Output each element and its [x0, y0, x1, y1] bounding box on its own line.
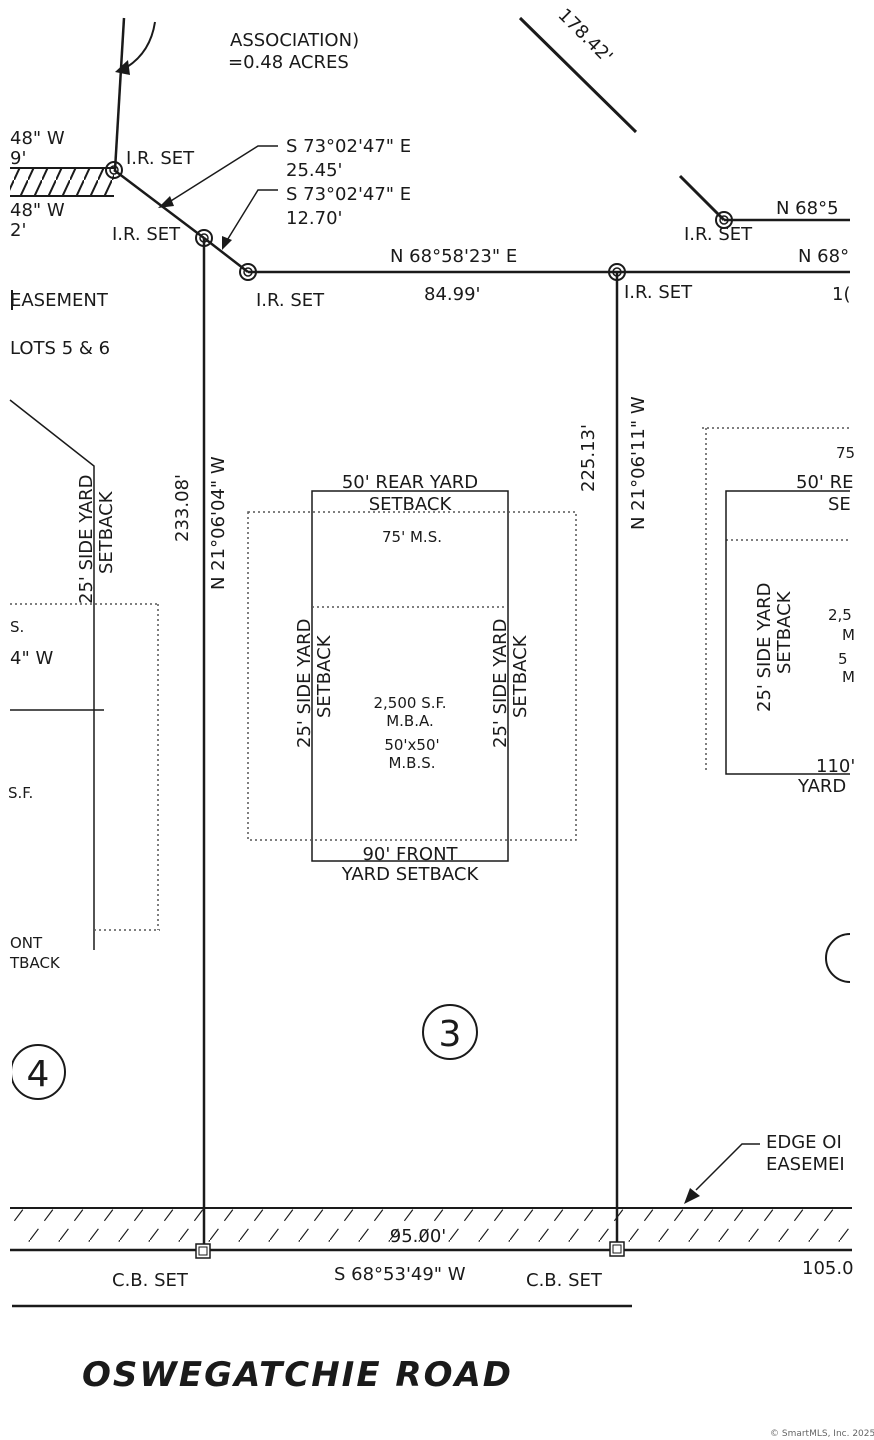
- left-dist-2: 2': [10, 220, 26, 241]
- front-setback-l2: YARD SETBACK: [341, 864, 480, 885]
- side-setback-left-l2: SETBACK: [314, 634, 335, 718]
- easement-edge-l1: EDGE OI: [766, 1132, 842, 1153]
- front-setback-l1: 90' FRONT: [362, 844, 458, 865]
- cb-set-marker: [195, 1243, 211, 1259]
- lot3-left-distance: 233.08': [172, 474, 193, 542]
- right-lot-envelope: [725, 490, 850, 775]
- easement-label: EASEMENT: [10, 290, 109, 311]
- mbs-l1: 50'x50': [384, 736, 439, 754]
- mba-l2: M.B.A.: [386, 712, 434, 730]
- ir-set-label: I.R. SET: [684, 224, 753, 245]
- rear-bearing: N 68°58'23" E: [390, 246, 517, 267]
- lot3-right-distance: 225.13': [578, 424, 599, 492]
- right-lot-m1: M: [842, 626, 855, 644]
- right-rear-bearing: N 68°5: [776, 198, 839, 219]
- lot3-left-bearing: N 21°06'04" W: [208, 456, 229, 590]
- easement-edge-l2: EASEMEI: [766, 1154, 845, 1175]
- ir-set-label: I.R. SET: [624, 282, 693, 303]
- right-lot-rear: 50' RE: [796, 472, 853, 493]
- copyright: © SmartMLS, Inc. 2025: [770, 1429, 874, 1439]
- north-boundary-line: [113, 17, 126, 171]
- segment-2545: [113, 169, 205, 239]
- left-bearing-1: 48" W: [10, 128, 65, 149]
- callout-dist-1: 25.45': [286, 160, 342, 181]
- right-rear-dist: 1(: [832, 284, 850, 305]
- front-easement-hatch: [10, 1208, 852, 1250]
- right-front-distance: 105.0: [802, 1258, 854, 1279]
- callout-leader-1: [165, 145, 278, 205]
- lot3-number: 3: [439, 1014, 462, 1055]
- setback-dashed-boundary: [247, 511, 577, 841]
- lot3-number-circle: [422, 1004, 478, 1060]
- cb-set-label: C.B. SET: [112, 1270, 189, 1291]
- mba-l1: 2,500 S.F.: [374, 694, 447, 712]
- association-label: ASSOCIATION): [230, 30, 359, 51]
- left-lot-side-l1: 25' SIDE YARD: [76, 474, 97, 604]
- left-lot-setback: TBACK: [9, 954, 61, 972]
- callout-leader-2: [225, 189, 278, 243]
- callout-bearing-1: S 73°02'47" E: [286, 136, 411, 157]
- arrowhead-icon: [115, 60, 130, 75]
- arrowhead-icon: [158, 196, 174, 208]
- hatched-easement-top: [10, 168, 114, 196]
- right-diagonal-segment: [678, 174, 726, 222]
- left-lot-envelope: [9, 399, 95, 950]
- ir-set-marker: [105, 161, 123, 179]
- arrowhead-icon: [684, 1188, 700, 1204]
- front-bearing: S 68°53'49" W: [334, 1264, 466, 1285]
- right-lot-75: 75: [836, 444, 855, 462]
- lot4-number: 4: [27, 1054, 50, 1095]
- ms-label: 75' M.S.: [382, 528, 442, 546]
- side-setback-right-l2: SETBACK: [510, 634, 531, 718]
- easement-leader: [695, 1143, 760, 1191]
- cb-set-marker: [609, 1241, 625, 1257]
- rear-distance: 84.99': [424, 284, 480, 305]
- lot3-right-bearing: N 21°06'11" W: [628, 396, 649, 530]
- rear-setback-l1: 50' REAR YARD: [342, 472, 478, 493]
- side-setback-left-l1: 25' SIDE YARD: [294, 618, 315, 748]
- right-lot-yard: YARD: [797, 776, 846, 797]
- cb-set-label: C.B. SET: [526, 1270, 603, 1291]
- road-name: OSWEGATCHIE ROAD: [82, 1355, 513, 1395]
- ir-set-label: I.R. SET: [112, 224, 181, 245]
- left-lot-sf: S.F.: [8, 784, 33, 802]
- building-envelope: [311, 490, 509, 862]
- rear-setback-l2: SETBACK: [369, 494, 453, 515]
- right-lot-110: 110': [816, 756, 855, 777]
- acres-label: =0.48 ACRES: [228, 52, 349, 73]
- right-lot-number-circle: [825, 933, 851, 983]
- callout-dist-2: 12.70': [286, 208, 342, 229]
- segment-1270: [203, 237, 249, 273]
- left-lot-front: ONT: [10, 934, 43, 952]
- left-lot-side-l2: SETBACK: [96, 490, 117, 574]
- callout-bearing-2: S 73°02'47" E: [286, 184, 411, 205]
- left-lot-s: S.: [10, 618, 24, 636]
- ir-set-label: I.R. SET: [126, 148, 195, 169]
- arrowhead-icon: [222, 236, 232, 250]
- diagonal-boundary: [518, 16, 638, 134]
- right-lot-sf: 2,5: [828, 606, 852, 624]
- right-lot-side-l2: SETBACK: [774, 590, 795, 674]
- left-lot-w: 4" W: [10, 648, 53, 669]
- right-lot-se: SE: [828, 494, 851, 515]
- left-bearing-2: 48" W: [10, 200, 65, 221]
- diagonal-distance: 178.42': [554, 5, 617, 68]
- right-rear-bearing-2: N 68°: [798, 246, 849, 267]
- ir-set-label: I.R. SET: [256, 290, 325, 311]
- lots-label: LOTS 5 & 6: [10, 338, 110, 359]
- front-distance: 95.00': [390, 1226, 446, 1247]
- right-lot-side-l1: 25' SIDE YARD: [754, 582, 775, 712]
- side-setback-right-l1: 25' SIDE YARD: [490, 618, 511, 748]
- right-lot-m2: M: [842, 668, 855, 686]
- mbs-l2: M.B.S.: [388, 754, 435, 772]
- left-dist-1: 9': [10, 148, 26, 169]
- right-lot-5: 5: [838, 650, 848, 668]
